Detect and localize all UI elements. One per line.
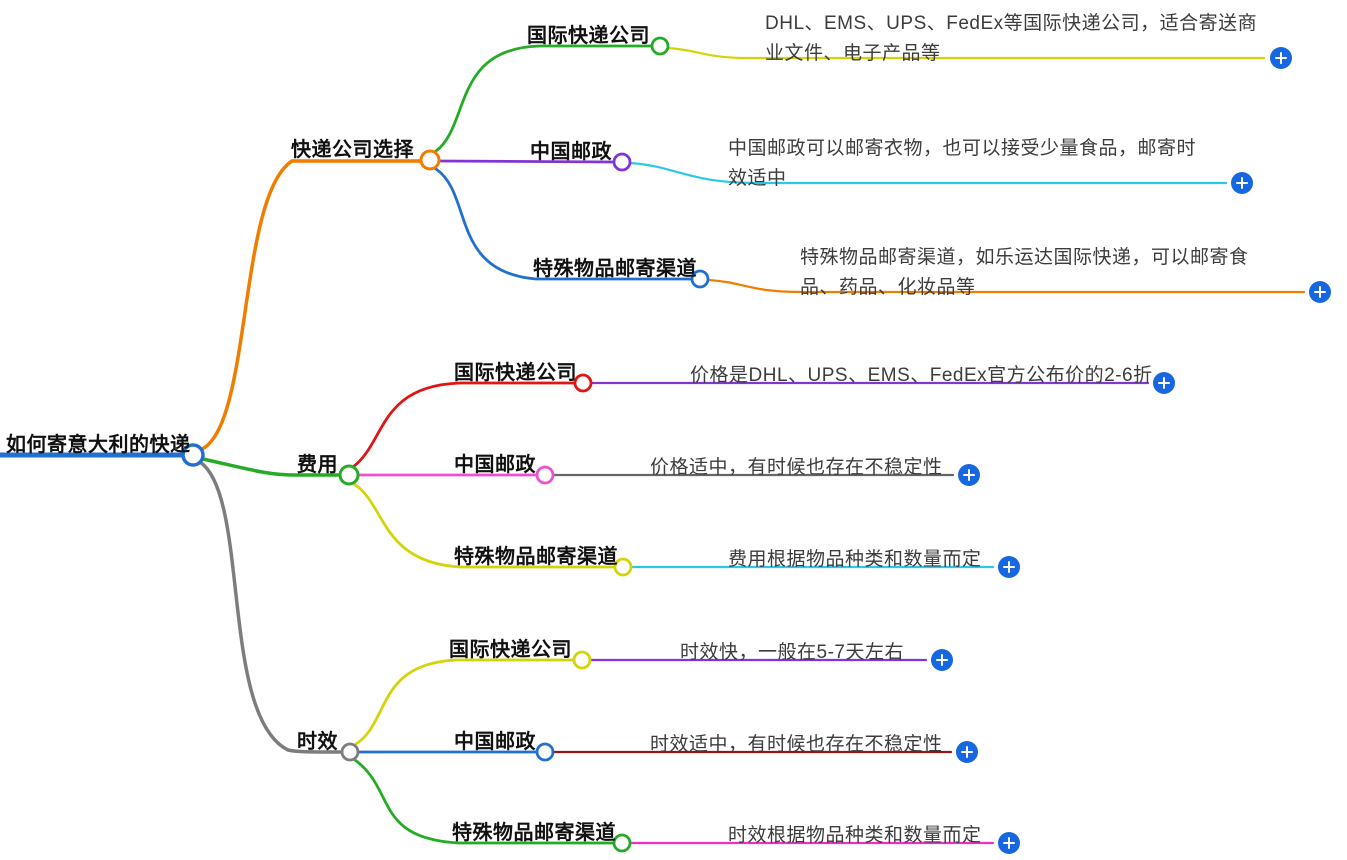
- root-node-label[interactable]: 如何寄意大利的快递: [6, 434, 191, 456]
- node-label-select-intl[interactable]: 国际快递公司: [527, 25, 650, 47]
- branch-label-cost[interactable]: 费用: [297, 454, 338, 476]
- leaf-text-cost-intl[interactable]: 价格是DHL、UPS、EMS、FedEx官方公布价的2-6折: [690, 365, 1153, 386]
- node-circle-cost[interactable]: [338, 464, 360, 486]
- add-node-button-cost-post[interactable]: [958, 464, 980, 486]
- plus-icon: [998, 832, 1020, 854]
- node-circle-time[interactable]: [340, 742, 360, 762]
- root-node-circle[interactable]: [181, 443, 205, 467]
- leaf-text-time-post[interactable]: 时效适中，有时候也存在不稳定性: [650, 734, 943, 755]
- branch-line-company-select: [200, 159, 423, 451]
- node-line-cost-intl: [351, 381, 577, 469]
- branch-label-time[interactable]: 时效: [297, 731, 338, 753]
- node-label-select-special[interactable]: 特殊物品邮寄渠道: [533, 258, 697, 280]
- add-node-button-time-intl[interactable]: [931, 649, 953, 671]
- plus-icon: [1270, 47, 1292, 69]
- node-line-select-post: [437, 159, 616, 164]
- node-circle-cost-intl[interactable]: [573, 373, 593, 393]
- plus-icon: [1231, 172, 1253, 194]
- node-line-cost-special: [352, 482, 617, 569]
- add-node-button-time-special[interactable]: [998, 832, 1020, 854]
- node-circle-company-select[interactable]: [419, 149, 441, 171]
- node-circle-cost-post[interactable]: [535, 465, 555, 485]
- add-node-button-time-post[interactable]: [956, 741, 978, 763]
- leaf-text-cost-post[interactable]: 价格适中，有时候也存在不稳定性: [650, 457, 943, 478]
- add-node-button-cost-intl[interactable]: [1153, 372, 1175, 394]
- leaf-text-select-special[interactable]: 特殊物品邮寄渠道，如乐运达国际快递，可以邮寄食品、药品、化妆品等: [800, 247, 1249, 298]
- node-line-select-intl: [434, 44, 654, 153]
- node-circle-select-intl[interactable]: [650, 36, 670, 56]
- leaf-text-select-post[interactable]: 中国邮政可以邮寄衣物，也可以接受少量食品，邮寄时效适中: [728, 138, 1197, 189]
- branch-line-cost: [201, 457, 342, 477]
- plus-icon: [998, 556, 1020, 578]
- branch-line-time: [198, 460, 344, 754]
- add-node-button-select-special[interactable]: [1309, 281, 1331, 303]
- leaf-line-select-post: [628, 161, 1228, 185]
- plus-icon: [931, 649, 953, 671]
- node-label-time-intl[interactable]: 国际快递公司: [449, 639, 572, 661]
- node-label-time-special[interactable]: 特殊物品邮寄渠道: [452, 822, 616, 844]
- leaf-line-select-special: [706, 278, 1306, 294]
- add-node-button-select-post[interactable]: [1231, 172, 1253, 194]
- leaf-text-time-intl[interactable]: 时效快，一般在5-7天左右: [680, 642, 904, 663]
- leaf-text-select-intl[interactable]: DHL、EMS、UPS、FedEx等国际快递公司，适合寄送商业文件、电子产品等: [765, 13, 1258, 64]
- node-circle-time-special[interactable]: [612, 833, 632, 853]
- node-label-cost-intl[interactable]: 国际快递公司: [454, 362, 577, 384]
- node-line-select-special: [434, 167, 694, 281]
- node-label-time-post[interactable]: 中国邮政: [454, 731, 536, 753]
- node-circle-time-intl[interactable]: [572, 650, 592, 670]
- leaf-line-select-intl: [666, 46, 1266, 60]
- node-line-time-intl: [354, 658, 576, 746]
- plus-icon: [1309, 281, 1331, 303]
- plus-icon: [958, 464, 980, 486]
- node-label-select-post[interactable]: 中国邮政: [530, 141, 612, 163]
- leaf-text-time-special[interactable]: 时效根据物品种类和数量而定: [728, 825, 982, 846]
- node-line-time-special: [353, 758, 616, 845]
- add-node-button-select-intl[interactable]: [1270, 47, 1292, 69]
- node-label-cost-post[interactable]: 中国邮政: [454, 454, 536, 476]
- node-label-cost-special[interactable]: 特殊物品邮寄渠道: [454, 546, 618, 568]
- branch-label-company-select[interactable]: 快递公司选择: [291, 139, 414, 161]
- node-circle-time-post[interactable]: [535, 742, 555, 762]
- plus-icon: [956, 741, 978, 763]
- leaf-text-cost-special[interactable]: 费用根据物品种类和数量而定: [728, 549, 982, 570]
- node-circle-select-special[interactable]: [690, 269, 710, 289]
- node-circle-select-post[interactable]: [612, 152, 632, 172]
- add-node-button-cost-special[interactable]: [998, 556, 1020, 578]
- plus-icon: [1153, 372, 1175, 394]
- node-circle-cost-special[interactable]: [613, 557, 633, 577]
